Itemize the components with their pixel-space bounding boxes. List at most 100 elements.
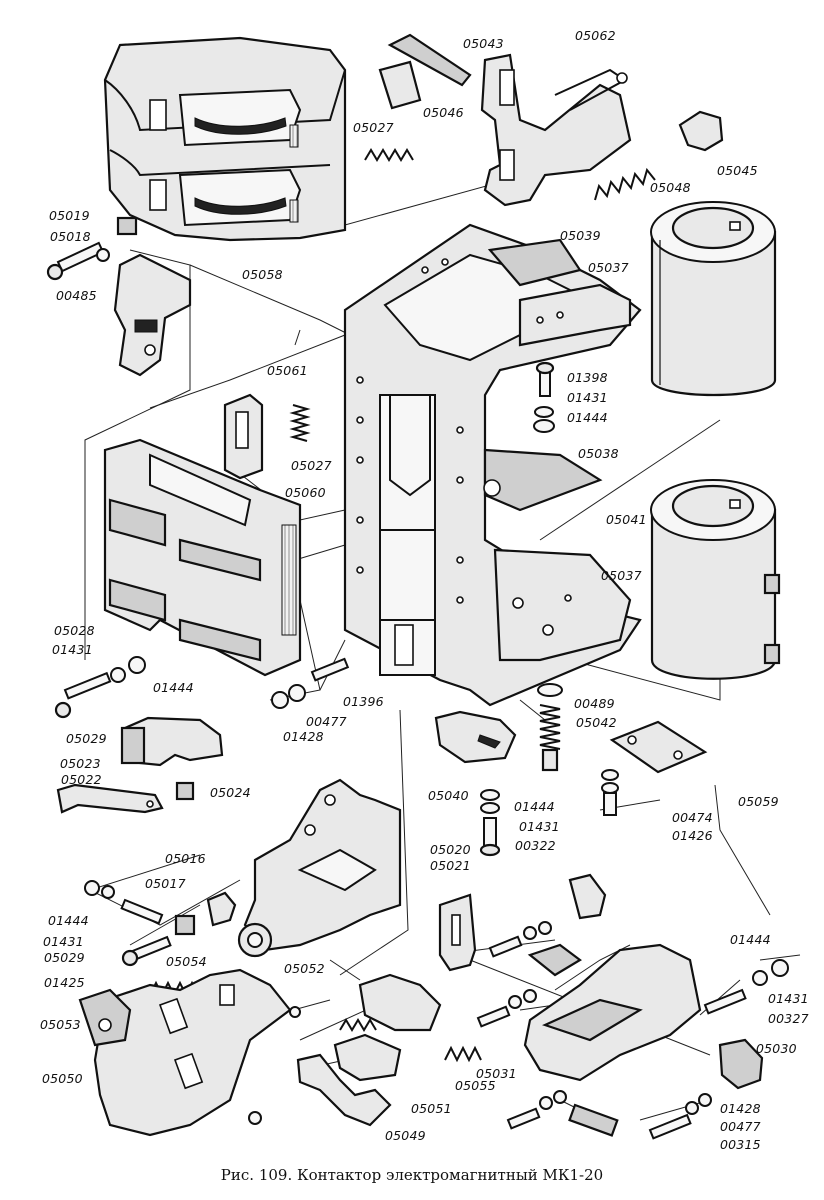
spring-05048 (594, 167, 656, 201)
bar-05022 (56, 783, 164, 814)
shunt-05040 (434, 710, 517, 764)
coil-05037-lower (650, 479, 781, 680)
label-05017: 05017 (145, 876, 186, 891)
insulator-05061 (223, 393, 264, 480)
label-01428b: 01428 (720, 1101, 761, 1116)
label-01431a: 01431 (567, 390, 608, 405)
screws-right (476, 921, 789, 1140)
label-00485: 00485 (56, 288, 97, 303)
part-labels: 05043 05062 05046 05027 05045 05048 0501… (40, 28, 809, 1152)
washers-center (479, 789, 501, 857)
carrier-05031 (523, 873, 702, 1137)
label-05061: 05061 (267, 363, 308, 378)
base-05050 (78, 968, 301, 1137)
label-05042: 05042 (576, 715, 617, 730)
terminal-bracket (113, 253, 192, 377)
label-05024: 05024 (210, 785, 251, 800)
label-05027a: 05027 (353, 120, 394, 135)
clip-05030 (718, 1038, 764, 1090)
magnetic-frame-05038 (343, 223, 642, 707)
label-05041: 05041 (606, 512, 647, 527)
plate-05020 (438, 893, 477, 972)
label-01396: 01396 (343, 694, 384, 709)
contact-block-05060 (103, 438, 302, 677)
label-05029a: 05029 (66, 731, 107, 746)
label-00315: 00315 (720, 1137, 761, 1152)
spring-05055 (444, 1045, 482, 1063)
screw-05018 (46, 216, 138, 281)
label-01431d: 01431 (43, 934, 84, 949)
label-05062: 05062 (575, 28, 616, 43)
bracket-05023 (120, 716, 224, 767)
clip-05016 (206, 891, 237, 927)
coil-05037-upper (650, 201, 777, 397)
label-00489: 00489 (574, 696, 615, 711)
label-01428a: 01428 (283, 729, 324, 744)
label-05020: 05020 (430, 842, 471, 857)
label-05038: 05038 (578, 446, 619, 461)
clip-05045 (678, 110, 724, 152)
label-01444c: 01444 (514, 799, 555, 814)
nut-05017 (174, 914, 196, 936)
figure-caption: Рис. 109. Контактор электромагнитный МК1… (220, 1166, 604, 1184)
label-05059: 05059 (738, 794, 779, 809)
label-01444e: 01444 (730, 932, 771, 947)
label-05023: 05023 (60, 756, 101, 771)
screw-05029-left (54, 656, 146, 719)
label-05022: 05022 (61, 772, 102, 787)
label-00477a: 00477 (306, 714, 347, 729)
screw-01426 (601, 769, 619, 816)
label-05054: 05054 (166, 954, 207, 969)
contact-carrier-05062 (378, 33, 632, 207)
label-05031: 05031 (476, 1066, 517, 1081)
spring-05051 (339, 1018, 377, 1032)
label-05027b: 05027 (291, 458, 332, 473)
label-01431b: 01431 (52, 642, 93, 657)
label-01444b: 01444 (153, 680, 194, 695)
label-05053: 05053 (40, 1017, 81, 1032)
label-01444d: 01444 (48, 913, 89, 928)
label-05052: 05052 (284, 961, 325, 976)
label-05029b: 05029 (44, 950, 85, 965)
label-05043: 05043 (463, 36, 504, 51)
label-05039: 05039 (560, 228, 601, 243)
holder-05051 (333, 973, 442, 1082)
label-05019: 05019 (49, 208, 90, 223)
screw-05029-lower (84, 880, 172, 967)
label-05030: 05030 (756, 1041, 797, 1056)
label-05028: 05028 (54, 623, 95, 638)
label-05060: 05060 (285, 485, 326, 500)
label-05049: 05049 (385, 1128, 426, 1143)
spring-05027-top (364, 148, 414, 162)
label-05021: 05021 (430, 858, 471, 873)
screw-01396 (271, 657, 350, 709)
label-05037b: 05037 (601, 568, 642, 583)
label-05058: 05058 (242, 267, 283, 282)
label-01398: 01398 (567, 370, 608, 385)
label-01425: 01425 (44, 975, 85, 990)
label-05037a: 05037 (588, 260, 629, 275)
label-05051: 05051 (411, 1101, 452, 1116)
label-00477b: 00477 (720, 1119, 761, 1134)
label-00474: 00474 (672, 810, 713, 825)
spring-05027-mid (289, 404, 311, 442)
label-05016: 05016 (165, 851, 206, 866)
label-01431e: 01431 (768, 991, 809, 1006)
label-05055: 05055 (455, 1078, 496, 1093)
label-05018: 05018 (50, 229, 91, 244)
label-00327: 00327 (768, 1011, 809, 1026)
nut-05024 (175, 781, 195, 801)
bracket-05049 (296, 1053, 392, 1127)
label-00322: 00322 (515, 838, 556, 853)
label-05050: 05050 (42, 1071, 83, 1086)
label-01431c: 01431 (519, 819, 560, 834)
label-01426: 01426 (672, 828, 713, 843)
label-05040: 05040 (428, 788, 469, 803)
label-05046: 05046 (423, 105, 464, 120)
label-05045: 05045 (717, 163, 758, 178)
arc-chute-05058 (103, 36, 347, 242)
label-05048: 05048 (650, 180, 691, 195)
plate-05059 (609, 720, 708, 774)
holder-05052 (237, 778, 402, 958)
